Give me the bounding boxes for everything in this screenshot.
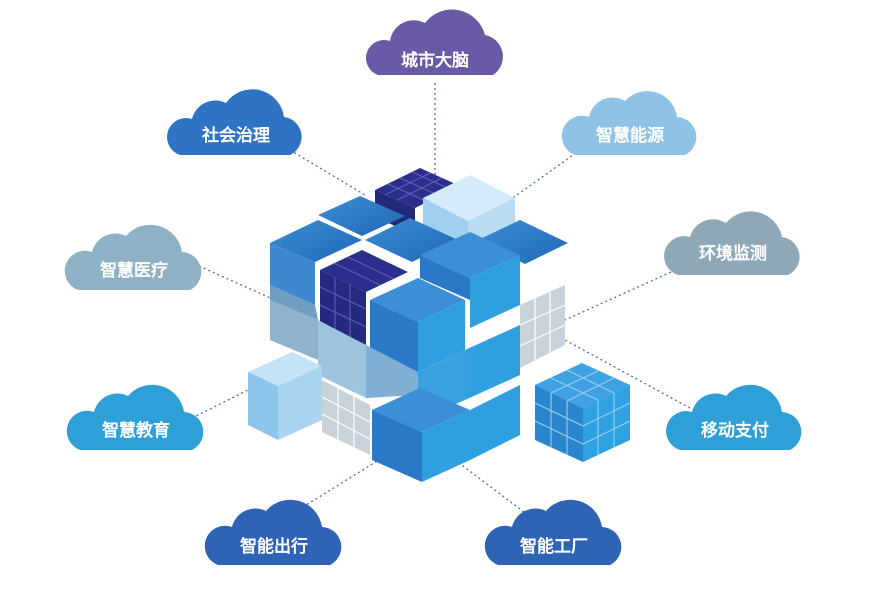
cloud-env-monitoring: 环境监测: [664, 211, 800, 275]
connector-lines: [189, 83, 691, 516]
label-social-governance: 社会治理: [201, 125, 270, 146]
cloud-smart-travel: 智能出行: [204, 499, 342, 565]
cloud-smart-education: 智慧教育: [66, 384, 204, 450]
connector-smart-factory: [454, 459, 529, 516]
connector-mobile-payment: [564, 339, 691, 409]
connector-smart-medical: [189, 261, 276, 301]
cloud-smart-energy: 智慧能源: [561, 91, 697, 155]
cloud-social-governance: 社会治理: [167, 89, 302, 155]
label-smart-education: 智慧教育: [102, 420, 170, 441]
cloud-smart-medical: 智慧医疗: [64, 224, 202, 290]
label-smart-factory: 智能工厂: [520, 536, 588, 557]
cloud-city-brain: 城市大脑: [365, 9, 503, 76]
cloud-smart-factory: 智能工厂: [484, 499, 622, 565]
connector-smart-energy: [509, 149, 581, 201]
label-env-monitoring: 环境监测: [699, 243, 767, 264]
label-mobile-payment: 移动支付: [701, 420, 769, 441]
label-city-brain: 城市大脑: [401, 50, 469, 71]
label-smart-energy: 智慧能源: [596, 125, 664, 146]
data-cube: [248, 168, 631, 482]
label-smart-travel: 智能出行: [240, 536, 308, 557]
connector-social-governance: [289, 149, 366, 196]
connector-smart-education: [191, 389, 249, 419]
connector-env-monitoring: [564, 267, 681, 321]
cloud-mobile-payment: 移动支付: [666, 384, 802, 450]
connector-smart-travel: [289, 449, 396, 516]
label-smart-medical: 智慧医疗: [100, 260, 168, 281]
